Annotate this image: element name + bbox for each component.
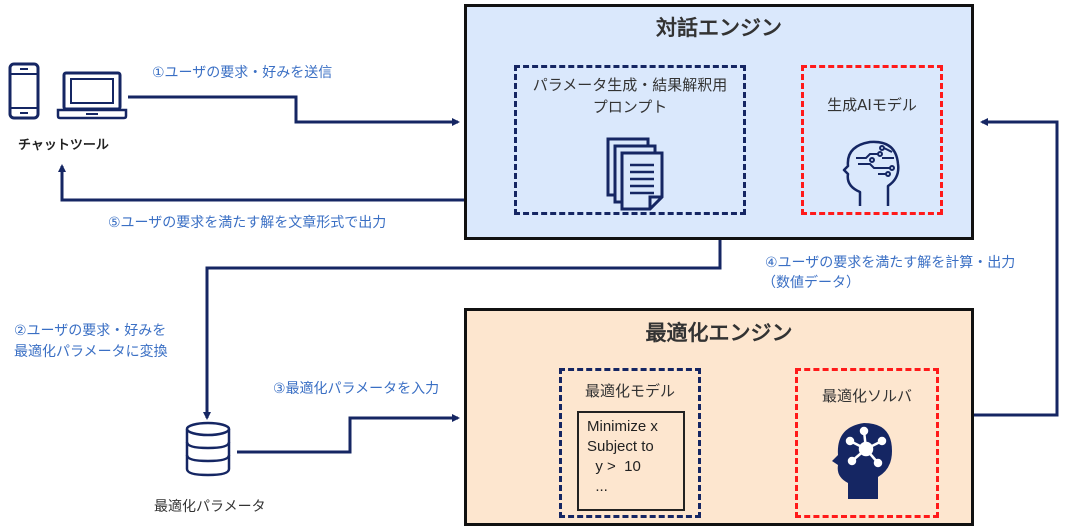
optimization-model-title: 最適化モデル [584,382,675,400]
optimization-engine-title: 最適化エンジン [645,321,793,345]
arrow-step2 [203,240,722,420]
prompt-box-title-line2: プロンプト [592,98,668,116]
arrow-step1 [128,95,460,126]
step2-label-line1: ②ユーザの要求・好みを [14,323,167,339]
optimization-model-box: 最適化モデル Minimize x Subject to y > 10 ... [559,368,701,518]
parameters-label: 最適化パラメータ [154,499,266,515]
database-icon [183,420,233,482]
formula-box: Minimize x Subject to y > 10 ... [577,411,685,511]
head-network-icon [830,419,896,505]
formula-line: Minimize x [587,418,658,435]
ai-head-circuit-icon [842,136,902,212]
smartphone-icon [8,62,40,124]
arrow-step5 [58,164,464,202]
ai-model-box-title: 生成AIモデル [827,96,917,114]
prompt-box-title-line1: パラメータ生成・結果解釈用 [532,76,728,94]
optimization-solver-box: 最適化ソルバ [795,368,939,518]
step4-label-line1: ④ユーザの要求を満たす解を計算・出力 [765,255,1016,271]
step3-label: ③最適化パラメータを入力 [273,381,440,397]
laptop-icon [56,70,128,124]
step1-label: ①ユーザの要求・好みを送信 [152,65,333,81]
step2-label-line2: 最適化パラメータに変換 [14,344,168,360]
optimization-solver-title: 最適化ソルバ [821,387,912,405]
arrow-step3 [237,414,460,454]
arrow-step4 [974,118,1059,417]
documents-icon [604,135,668,215]
dialog-engine: 対話エンジン パラメータ生成・結果解釈用 プロンプト [464,4,974,240]
formula-line: ... [587,478,608,495]
step4-label-line2: （数値データ） [762,275,860,291]
formula-line: Subject to [587,438,654,455]
step5-label: ⑤ユーザの要求を満たす解を文章形式で出力 [108,215,387,231]
chat-tool-label: チャットツール [18,138,109,153]
prompt-box: パラメータ生成・結果解釈用 プロンプト [514,65,746,215]
optimization-engine: 最適化エンジン 最適化モデル Minimize x Subject to y >… [464,308,974,526]
ai-model-box: 生成AIモデル [801,65,943,215]
dialog-engine-title: 対話エンジン [656,16,782,40]
formula-line: y > 10 [587,458,641,475]
